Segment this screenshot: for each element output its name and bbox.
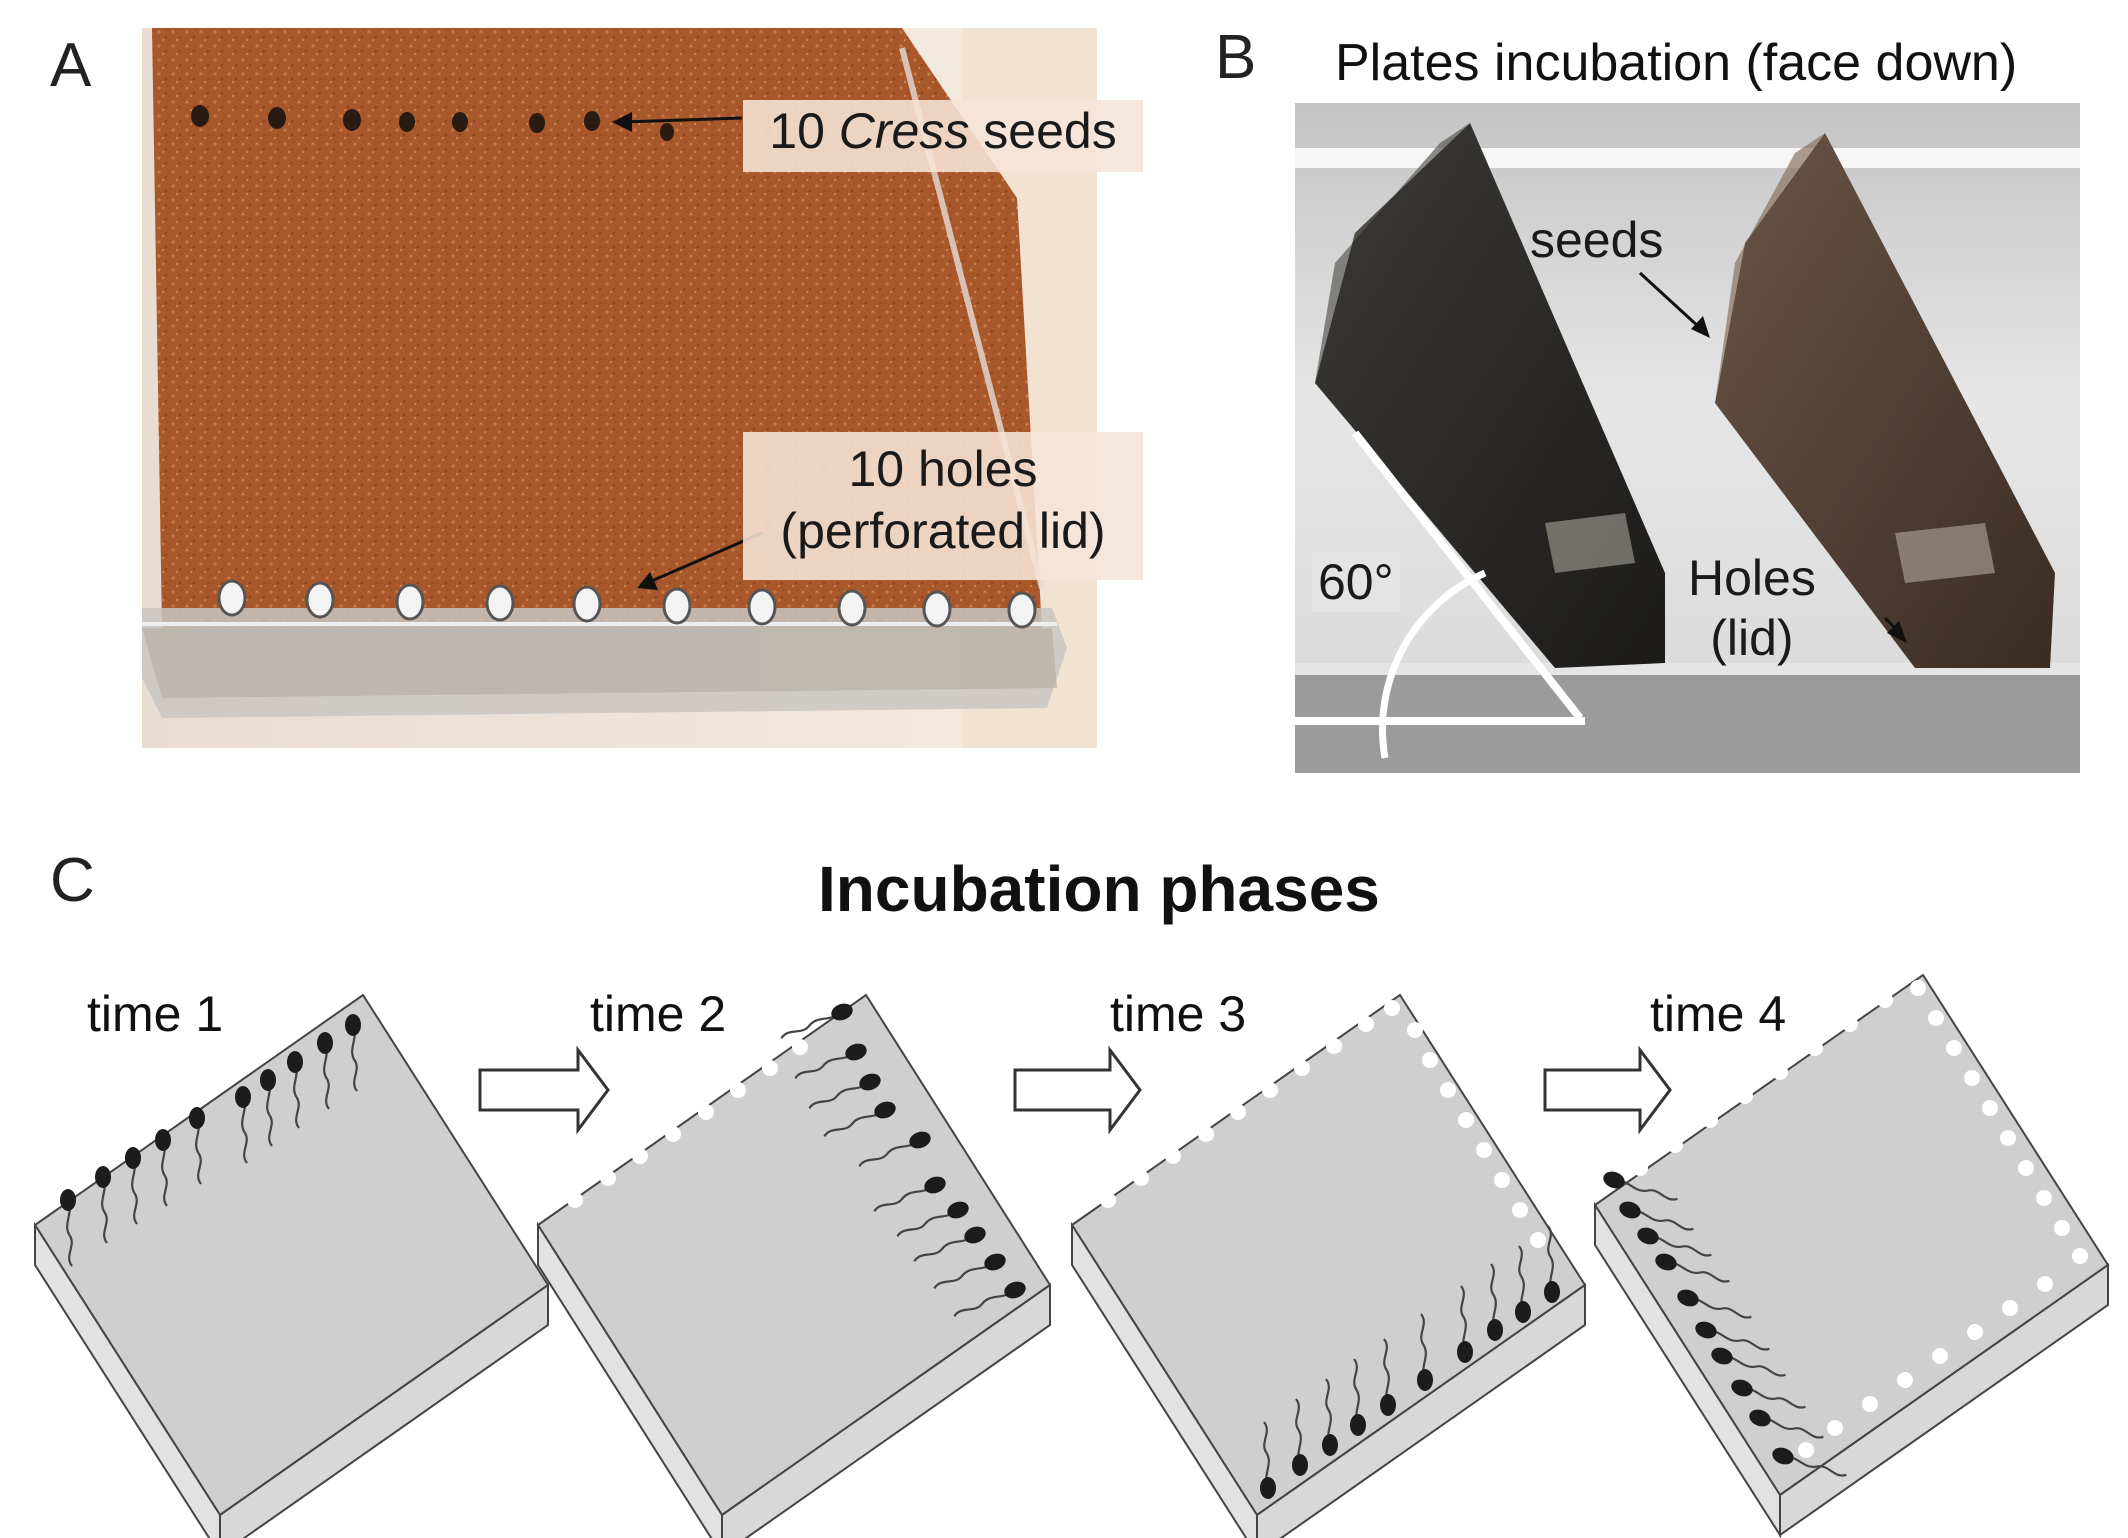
- holes-lid-line2: (lid): [1710, 610, 1794, 666]
- seeds-word: seeds: [983, 103, 1117, 159]
- plate-time-1: [33, 993, 550, 1538]
- panel-b-photo-drawing: [1295, 103, 2080, 773]
- plate-time-4: [1593, 973, 2110, 1538]
- arrow-1-2: [478, 1045, 610, 1135]
- panel-b-holes-label: Holes (lid): [1688, 548, 1816, 668]
- panel-c-title: Incubation phases: [818, 853, 1380, 925]
- panel-b-letter: B: [1215, 23, 1257, 92]
- seeds-count: 10: [769, 103, 825, 159]
- time-2-label: time 2: [590, 986, 727, 1042]
- holes-label-line1: 10 holes: [848, 441, 1038, 497]
- arrow-2-3: [1013, 1045, 1142, 1135]
- plate-time-2: [536, 993, 1052, 1538]
- holes-lid-line1: Holes: [1688, 550, 1816, 606]
- panel-b-angle-label: 60°: [1312, 552, 1400, 612]
- seeds-species: Cress: [838, 103, 970, 159]
- seeds-time-2: [776, 999, 1030, 1322]
- holes-time-4: [1632, 980, 2088, 1458]
- plate-time-3: [1070, 993, 1587, 1538]
- holes-label-line2: (perforated lid): [780, 503, 1106, 559]
- time-3-label: time 3: [1110, 986, 1247, 1042]
- seeds-time-3: [1258, 1224, 1562, 1501]
- panel-c-letter: C: [50, 846, 95, 915]
- panel-a-holes-label: 10 holes (perforated lid): [743, 432, 1143, 580]
- seeds-time-1: [58, 1012, 363, 1268]
- holes-time-2: [567, 1039, 808, 1208]
- panel-b-photo: [1295, 103, 2080, 773]
- panel-a-seeds-label: 10 Cress seeds: [743, 100, 1143, 172]
- time-4-label: time 4: [1650, 986, 1787, 1042]
- arrow-3-4: [1543, 1045, 1672, 1135]
- seeds-time-4: [1599, 1167, 1849, 1488]
- panel-b-seeds-label: seeds: [1530, 212, 1664, 268]
- panel-a-letter: A: [50, 31, 92, 100]
- time-1-label: time 1: [87, 986, 224, 1042]
- panel-b-title: Plates incubation (face down): [1335, 34, 2018, 92]
